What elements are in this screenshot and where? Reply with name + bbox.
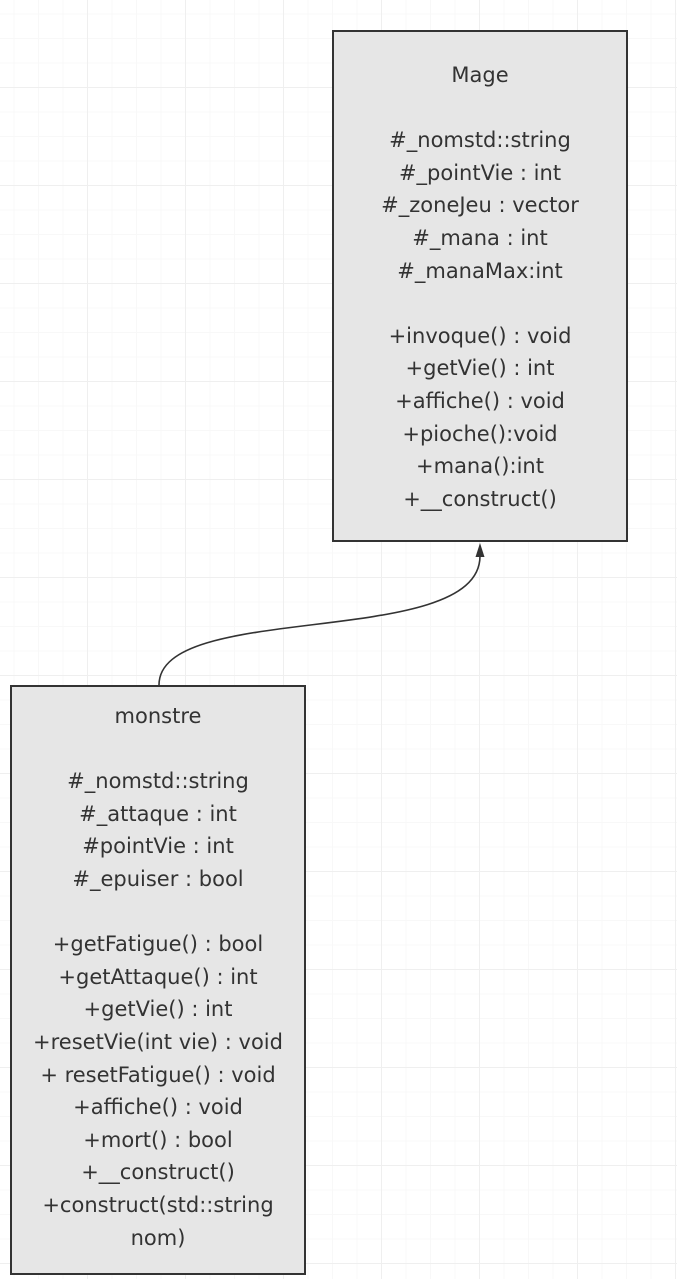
connector-line[interactable] xyxy=(158,555,481,686)
mage-method: +mana():int xyxy=(416,454,544,479)
monstre-method: +__construct() xyxy=(81,1160,235,1185)
monstre-method: +construct(std::string nom) xyxy=(42,1192,274,1250)
monstre-method: +mort() : bool xyxy=(83,1127,233,1152)
monstre-attribute: #_nomstd::string xyxy=(67,769,249,794)
mage-attribute: #_mana : int xyxy=(412,225,548,250)
mage-method: +affiche() : void xyxy=(395,388,565,413)
mage-attribute: #_nomstd::string xyxy=(389,128,571,153)
monstre-method: + resetFatigue() : void xyxy=(40,1062,276,1087)
monstre-method: +getFatigue() : bool xyxy=(52,932,264,957)
mage-method: +__construct() xyxy=(403,486,557,511)
monstre-method: +resetVie(int vie) : void xyxy=(33,1029,283,1054)
mage-method: +pioche():void xyxy=(402,421,558,446)
mage-method: +getVie() : int xyxy=(405,356,555,381)
monstre-method: +affiche() : void xyxy=(73,1095,243,1120)
monstre-method: +getVie() : int xyxy=(83,997,233,1022)
mage-name-spacer xyxy=(334,92,626,125)
mage-attribute: #_pointVie : int xyxy=(398,160,562,185)
monstre-attribute: #pointVie : int xyxy=(82,834,234,859)
mage-attribute: #_manaMax:int xyxy=(397,258,563,283)
monstre-class-name: monstre xyxy=(114,704,202,728)
monstre-method: +getAttaque() : int xyxy=(58,964,258,989)
mage-attribute: #_zoneJeu : vector xyxy=(381,193,579,218)
monstre-name-spacer xyxy=(12,733,304,766)
mage-section-spacer xyxy=(334,287,626,320)
connector-arrowhead xyxy=(475,543,485,557)
monstre-attribute: #_attaque : int xyxy=(79,801,237,826)
mage-class-box[interactable]: Mage #_nomstd::string #_pointVie : int #… xyxy=(332,30,628,542)
mage-method: +invoque() : void xyxy=(388,323,572,348)
monstre-section-spacer xyxy=(12,896,304,929)
mage-class-name: Mage xyxy=(451,63,509,87)
monstre-attribute: #_epuiser : bool xyxy=(72,866,244,891)
monstre-class-box[interactable]: monstre #_nomstd::string #_attaque : int… xyxy=(10,685,306,1275)
